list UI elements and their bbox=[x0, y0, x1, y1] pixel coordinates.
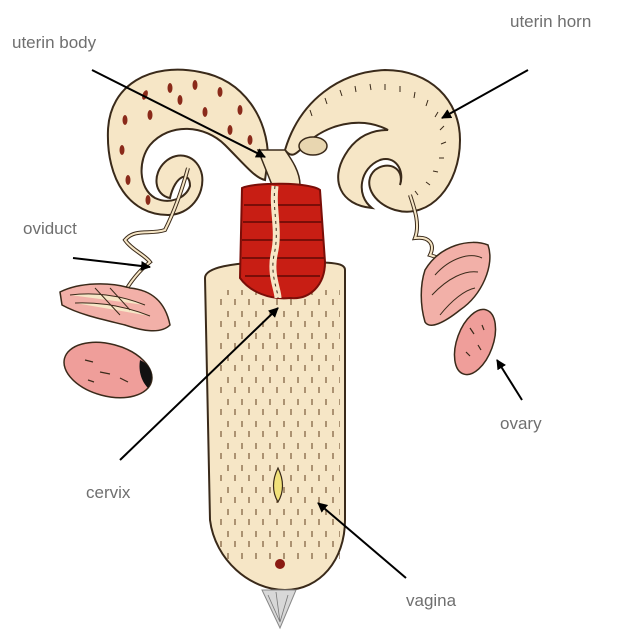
label-vagina: vagina bbox=[406, 592, 456, 609]
right-ovary bbox=[446, 304, 503, 380]
left-ovary bbox=[58, 333, 158, 407]
vagina-shape bbox=[205, 262, 345, 628]
cervix-shape bbox=[240, 184, 325, 299]
label-cervix: cervix bbox=[86, 484, 130, 501]
label-uterine-body: uterin body bbox=[12, 34, 96, 51]
label-ovary: ovary bbox=[500, 415, 542, 432]
arrow-uterine-horn bbox=[442, 70, 528, 118]
arrow-oviduct bbox=[73, 258, 150, 267]
label-oviduct: oviduct bbox=[23, 220, 77, 237]
arrow-ovary bbox=[497, 360, 522, 400]
label-uterine-horn: uterin horn bbox=[510, 13, 591, 30]
